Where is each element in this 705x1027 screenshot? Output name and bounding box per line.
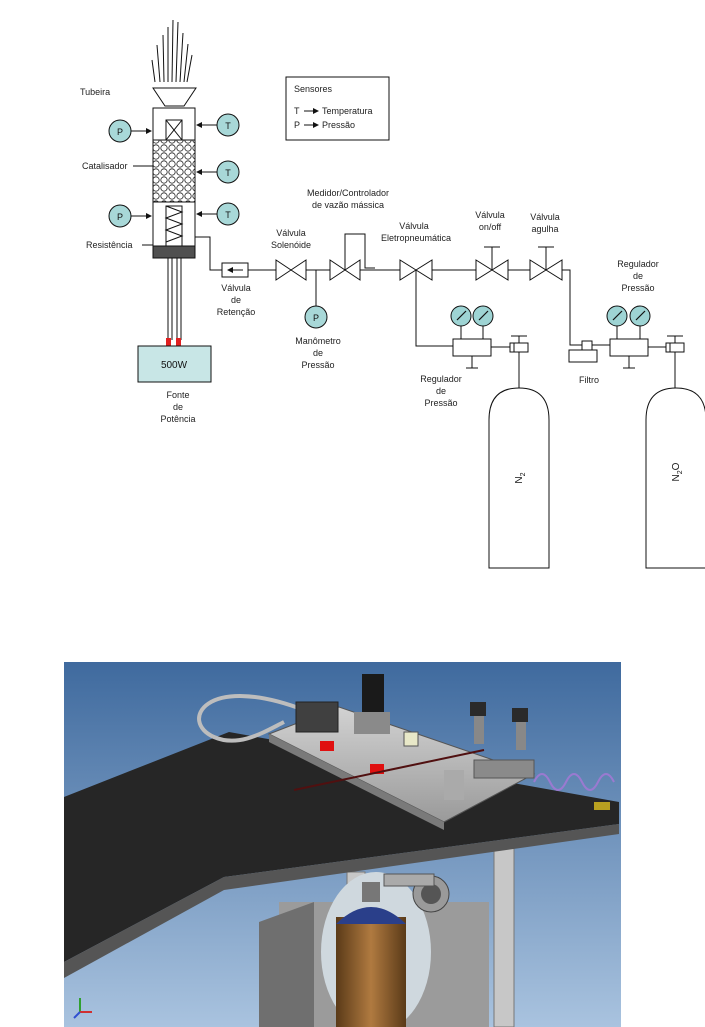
onoff-valve-label-1: Válvula bbox=[475, 210, 505, 220]
resistance-base bbox=[152, 245, 196, 259]
mfc-label-2: de vazão mássica bbox=[312, 200, 384, 210]
n2-branch-line bbox=[415, 270, 453, 347]
power-supply-label: 500W bbox=[161, 360, 188, 371]
mass-flow-controller bbox=[329, 233, 375, 281]
n2o-cylinder: N2O bbox=[645, 387, 705, 569]
electro-valve-label-2: Eletropneumática bbox=[381, 233, 451, 243]
catalisador-label: Catalisador bbox=[82, 161, 128, 171]
feed-line bbox=[195, 236, 582, 346]
manometer-label-3: Pressão bbox=[301, 360, 334, 370]
red-marker bbox=[320, 741, 334, 751]
n2o-regulator-label-3: Pressão bbox=[621, 283, 654, 293]
svg-text:Temperatura: Temperatura bbox=[322, 106, 373, 116]
manometer: P bbox=[304, 305, 328, 329]
coiled-cable bbox=[533, 773, 615, 791]
tubeira-label: Tubeira bbox=[80, 87, 110, 97]
solenoid-valve-label-2: Solenóide bbox=[271, 240, 311, 250]
svg-text:P: P bbox=[294, 120, 300, 130]
sensor-t-middle: T bbox=[196, 160, 240, 184]
thruster-body bbox=[152, 107, 196, 259]
connector bbox=[594, 802, 610, 810]
sensor-p-upper: P bbox=[108, 119, 152, 143]
cad-render-image bbox=[64, 662, 621, 1027]
sensor-t-lower: T bbox=[196, 202, 240, 226]
power-supply-box bbox=[137, 345, 212, 383]
svg-text:T: T bbox=[294, 106, 300, 116]
svg-text:P: P bbox=[117, 127, 123, 137]
svg-text:T: T bbox=[225, 121, 231, 131]
filter bbox=[568, 340, 610, 363]
svg-text:P: P bbox=[117, 212, 123, 222]
svg-text:Pressão: Pressão bbox=[322, 120, 355, 130]
svg-text:T: T bbox=[225, 210, 231, 220]
n2-regulator-label-2: de bbox=[436, 386, 446, 396]
svg-text:N2: N2 bbox=[514, 472, 527, 483]
n2-regulator bbox=[450, 305, 529, 390]
regulator-under-table bbox=[383, 873, 450, 913]
n2o-regulator-label-2: de bbox=[633, 271, 643, 281]
fonte-label-2: de bbox=[173, 402, 183, 412]
manometer-label-2: de bbox=[313, 348, 323, 358]
n2o-regulator-label-1: Regulador bbox=[617, 259, 659, 269]
check-valve-label-1: Válvula bbox=[221, 283, 251, 293]
solenoid-valve bbox=[275, 259, 307, 281]
plate-components bbox=[293, 674, 535, 800]
red-marker bbox=[370, 764, 384, 774]
sensor-p-lower: P bbox=[108, 204, 152, 228]
resistencia-label: Resistência bbox=[86, 240, 133, 250]
check-valve-label-2: de bbox=[231, 295, 241, 305]
power-wires bbox=[166, 258, 182, 346]
n2-regulator-label-3: Pressão bbox=[424, 398, 457, 408]
filter-label: Filtro bbox=[579, 375, 599, 385]
needle-valve-label-2: agulha bbox=[531, 224, 558, 234]
electro-valve-label-1: Válvula bbox=[399, 221, 429, 231]
manometer-label-1: Manômetro bbox=[295, 336, 341, 346]
check-valve-label-3: Retenção bbox=[217, 307, 256, 317]
feed-hose bbox=[197, 694, 305, 743]
solenoid-valve-label-1: Válvula bbox=[276, 228, 306, 238]
sensor-t-upper: T bbox=[196, 113, 240, 137]
nozzle bbox=[152, 87, 197, 107]
needle-valve bbox=[529, 246, 563, 281]
svg-text:N2O: N2O bbox=[671, 462, 684, 481]
on-off-valve bbox=[475, 246, 509, 281]
fonte-label-1: Fonte bbox=[166, 390, 189, 400]
n2-cylinder: N2 bbox=[488, 387, 550, 569]
catalyst-bed bbox=[152, 139, 196, 203]
onoff-valve-label-2: on/off bbox=[479, 222, 502, 232]
fonte-label-3: Potência bbox=[160, 414, 195, 424]
svg-text:P: P bbox=[313, 313, 319, 323]
n2-regulator-label-1: Regulador bbox=[420, 374, 462, 384]
n2o-regulator bbox=[606, 305, 685, 390]
needle-valve-label-1: Válvula bbox=[530, 212, 560, 222]
svg-text:T: T bbox=[225, 168, 231, 178]
svg-text:Sensores: Sensores bbox=[294, 84, 333, 94]
exhaust-plume bbox=[151, 19, 193, 83]
mfc-label-1: Medidor/Controlador bbox=[307, 188, 389, 198]
axis-triad-icon bbox=[73, 998, 92, 1019]
gas-cylinder bbox=[336, 882, 406, 1027]
sensors-legend: Sensores T Temperatura P Pressão bbox=[285, 76, 390, 141]
check-valve bbox=[221, 262, 249, 278]
process-schematic: 500W Fonte de Potência Tubeira Catalisad… bbox=[80, 19, 705, 569]
